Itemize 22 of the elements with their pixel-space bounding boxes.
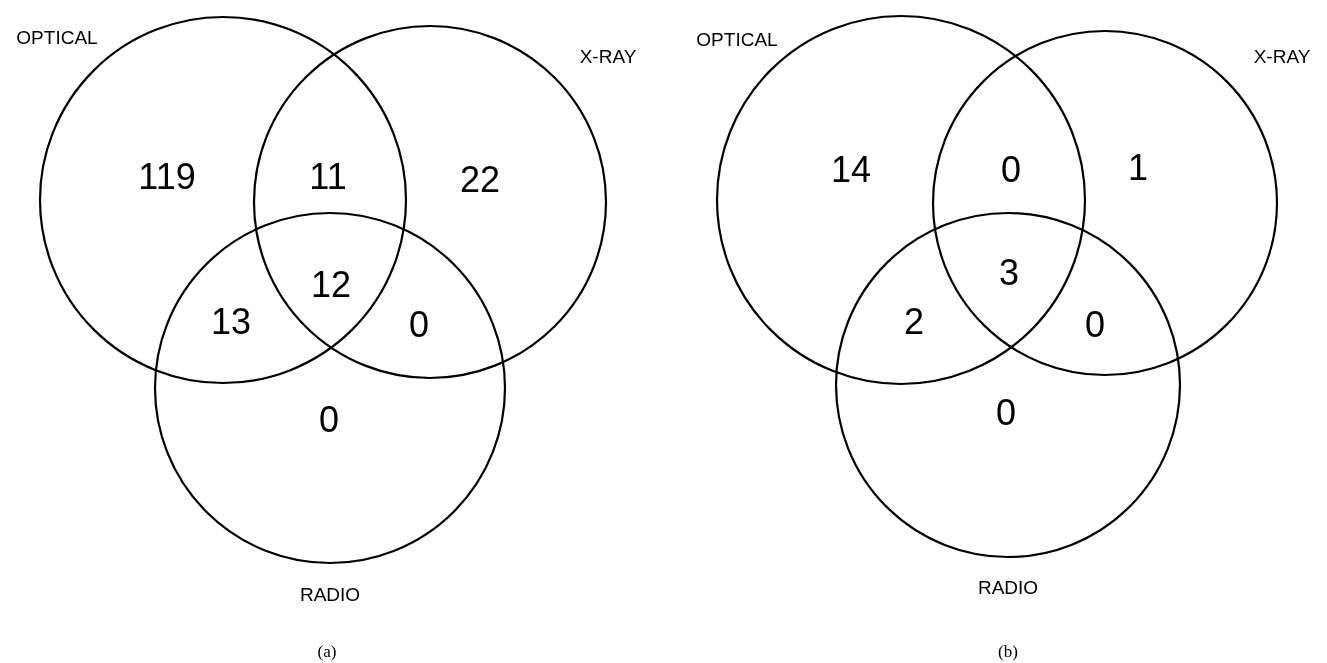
region-count: 13 <box>211 301 251 343</box>
region-count: 2 <box>904 301 924 343</box>
set-label: RADIO <box>299 584 361 606</box>
subfigure-caption: (a) <box>317 642 337 662</box>
region-count: 22 <box>460 159 500 201</box>
set-label: RADIO <box>977 577 1039 599</box>
set-label: X-RAY <box>1253 46 1311 68</box>
subfigure-caption: (b) <box>998 642 1018 662</box>
region-count: 12 <box>311 264 351 306</box>
region-count: 11 <box>309 156 347 198</box>
region-count: 0 <box>1085 304 1105 346</box>
region-count: 119 <box>138 156 196 198</box>
set-label: OPTICAL <box>696 29 778 51</box>
set-label: X-RAY <box>579 46 637 68</box>
set-label: OPTICAL <box>16 27 98 49</box>
region-count: 3 <box>999 252 1019 294</box>
region-count: 0 <box>409 304 429 346</box>
region-count: 14 <box>831 149 871 191</box>
region-count: 0 <box>1001 149 1021 191</box>
region-count: 1 <box>1128 147 1148 189</box>
region-count: 0 <box>996 392 1016 434</box>
region-count: 0 <box>319 399 339 441</box>
